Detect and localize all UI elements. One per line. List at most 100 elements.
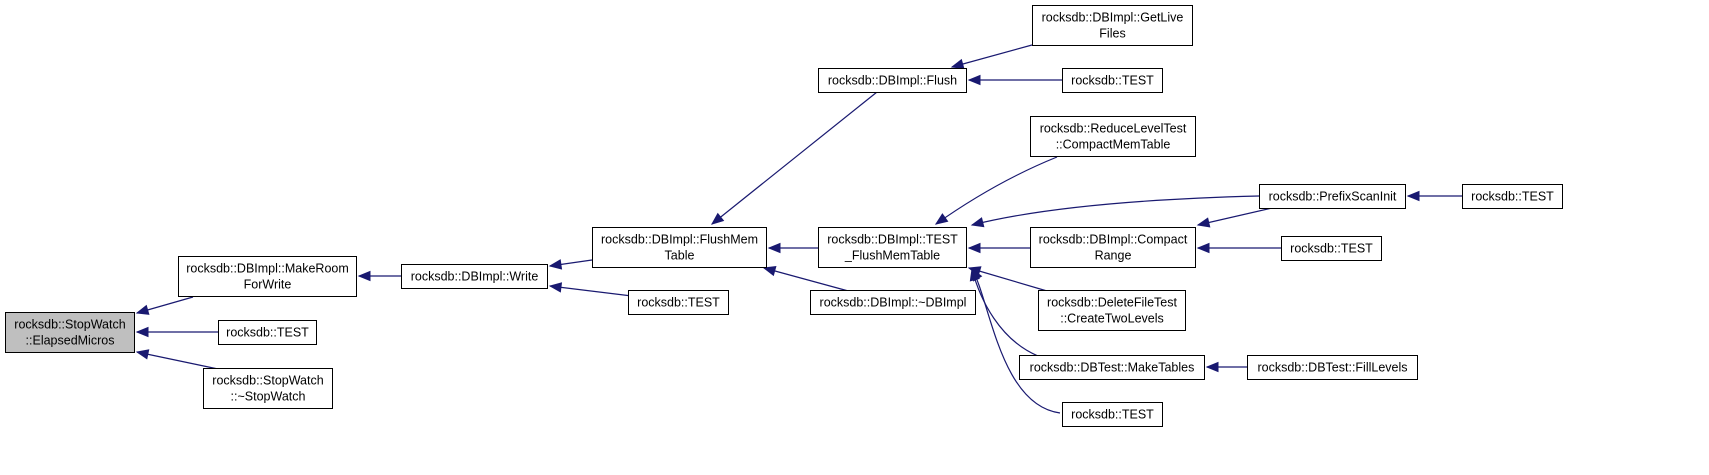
node-flush[interactable]: rocksdb::DBImpl::Flush (818, 68, 967, 93)
node-box (1019, 355, 1205, 380)
node-label: Range (1095, 249, 1132, 263)
node-label: Files (1099, 27, 1125, 41)
node-label: rocksdb::StopWatch (212, 374, 323, 388)
arrowhead-makeroom (357, 270, 371, 282)
arrowhead-flush (950, 58, 965, 70)
node-dbimpl_dtor[interactable]: rocksdb::DBImpl::~DBImpl (810, 290, 976, 315)
node-box (1062, 68, 1163, 93)
arrowhead-test_flushmem (970, 217, 985, 228)
edge-prefixscan-to-compactrange (1197, 207, 1273, 226)
node-label: ::CreateTwoLevels (1060, 312, 1164, 326)
arrowhead-test_flushmem (967, 242, 981, 254)
node-test_f[interactable]: rocksdb::TEST (1462, 184, 1563, 209)
node-box (1030, 227, 1196, 268)
node-box (1462, 184, 1563, 209)
node-box (1062, 402, 1163, 427)
node-label: rocksdb::DBTest::MakeTables (1030, 361, 1195, 375)
node-reducelevel[interactable]: rocksdb::ReduceLevelTest::CompactMemTabl… (1030, 116, 1196, 157)
node-label: rocksdb::TEST (1071, 74, 1154, 88)
arrowhead-write (548, 259, 563, 270)
node-root: rocksdb::StopWatch::ElapsedMicros (5, 312, 135, 353)
node-label: rocksdb::TEST (637, 296, 720, 310)
arrowhead-prefixscan (1406, 190, 1420, 202)
node-box (1259, 184, 1406, 209)
node-box (1032, 5, 1193, 46)
arrowhead-flush (967, 74, 981, 86)
node-box (218, 320, 317, 345)
arrowhead-compactrange (1196, 242, 1210, 254)
arrowhead-compactrange (1196, 217, 1211, 228)
node-box (1030, 116, 1196, 157)
arrowhead-flushmem (762, 265, 777, 277)
arrowhead-root (135, 349, 150, 360)
node-box (178, 256, 357, 297)
node-box (1281, 236, 1382, 261)
node-label: ForWrite (244, 278, 292, 292)
node-label: ::ElapsedMicros (26, 334, 115, 348)
arrowhead-root (135, 326, 149, 338)
node-label: rocksdb::DBImpl::FlushMem (601, 233, 758, 247)
node-label: rocksdb::TEST (1471, 190, 1554, 204)
node-stopwatch_dtor[interactable]: rocksdb::StopWatch::~StopWatch (203, 368, 333, 409)
edge-prefixscan-to-test_flushmem (971, 195, 1260, 226)
arrowhead-root (135, 304, 150, 315)
edge-reducelevel-to-test_flushmem (935, 156, 1058, 225)
node-flushmem[interactable]: rocksdb::DBImpl::FlushMemTable (592, 227, 767, 268)
node-label: rocksdb::DBImpl::Write (411, 270, 539, 284)
node-box (5, 312, 135, 353)
node-label: rocksdb::DBImpl::Compact (1039, 233, 1188, 247)
node-label: rocksdb::DeleteFileTest (1047, 296, 1177, 310)
arrowhead-test_flushmem (934, 213, 949, 225)
edge-getlive-to-flush (951, 44, 1033, 68)
node-box (818, 68, 967, 93)
node-maketables[interactable]: rocksdb::DBTest::MakeTables (1019, 355, 1205, 380)
node-test_d[interactable]: rocksdb::TEST (1062, 402, 1163, 427)
arrowhead-test_flushmem (971, 267, 983, 282)
node-label: rocksdb::DBImpl::MakeRoom (186, 262, 349, 276)
edge-dbimpl_dtor-to-flushmem (763, 267, 853, 293)
node-prefixscan[interactable]: rocksdb::PrefixScanInit (1259, 184, 1406, 209)
node-test_c[interactable]: rocksdb::TEST (1062, 68, 1163, 93)
edge-maketables-to-test_flushmem (971, 268, 1039, 357)
node-label: rocksdb::TEST (1290, 242, 1373, 256)
node-test_flushmem[interactable]: rocksdb::DBImpl::TEST_FlushMemTable (818, 227, 967, 268)
edge-deletefile-to-test_flushmem (968, 267, 1048, 292)
node-label: rocksdb::DBImpl::~DBImpl (820, 296, 967, 310)
node-box (401, 264, 548, 289)
node-label: rocksdb::DBImpl::GetLive (1042, 11, 1184, 25)
node-label: rocksdb::TEST (226, 326, 309, 340)
node-label: _FlushMemTable (844, 249, 940, 263)
node-deletefile[interactable]: rocksdb::DeleteFileTest::CreateTwoLevels (1038, 290, 1186, 331)
node-box (818, 227, 967, 268)
edge-stopwatch_dtor-to-root (136, 351, 219, 370)
arrowhead-flushmem (710, 212, 725, 225)
node-label: ::CompactMemTable (1056, 138, 1171, 152)
node-filllevels[interactable]: rocksdb::DBTest::FillLevels (1247, 355, 1418, 380)
node-label: rocksdb::DBTest::FillLevels (1257, 361, 1407, 375)
node-label: rocksdb::DBImpl::TEST (827, 233, 958, 247)
edge-test_d-to-test_flushmem (971, 268, 1061, 414)
node-box (203, 368, 333, 409)
edge-test_b-to-write (549, 285, 641, 298)
node-test_a[interactable]: rocksdb::TEST (218, 320, 317, 345)
node-label: rocksdb::PrefixScanInit (1269, 190, 1397, 204)
edge-flush-to-flushmem (711, 91, 878, 225)
node-label: rocksdb::DBImpl::Flush (828, 74, 957, 88)
node-label: rocksdb::TEST (1071, 408, 1154, 422)
node-box (1038, 290, 1186, 331)
node-write[interactable]: rocksdb::DBImpl::Write (401, 264, 548, 289)
node-box (1247, 355, 1418, 380)
node-label: rocksdb::StopWatch (14, 318, 125, 332)
arrowhead-maketables (1205, 361, 1219, 373)
node-label: ::~StopWatch (231, 390, 306, 404)
node-box (628, 290, 729, 315)
arrowhead-write (548, 282, 563, 293)
node-test_e[interactable]: rocksdb::TEST (1281, 236, 1382, 261)
arrowhead-flushmem (767, 242, 781, 254)
node-test_b[interactable]: rocksdb::TEST (628, 290, 729, 315)
node-label: rocksdb::ReduceLevelTest (1040, 122, 1187, 136)
